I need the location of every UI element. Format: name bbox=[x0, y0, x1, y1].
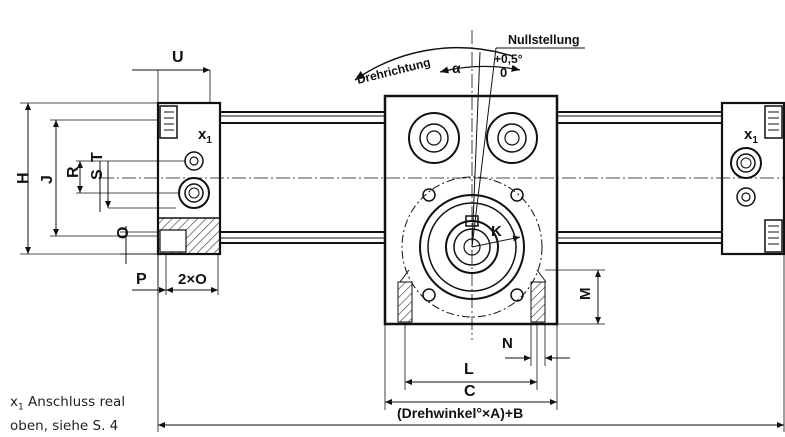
cylinder-tubes bbox=[219, 111, 722, 244]
alpha-arc bbox=[439, 64, 521, 74]
label-n: N bbox=[502, 335, 513, 352]
label-j: J bbox=[39, 175, 56, 184]
label-u: U bbox=[172, 49, 184, 66]
label-x1-left: x1 bbox=[198, 126, 212, 146]
label-p: P bbox=[136, 271, 147, 288]
center-housing bbox=[383, 94, 559, 326]
footnote-line-2: oben, siehe S. 4 bbox=[10, 417, 119, 434]
label-r: R bbox=[65, 166, 82, 178]
right-end-cap bbox=[720, 101, 785, 256]
label-k: K bbox=[491, 223, 502, 240]
label-l: L bbox=[464, 361, 474, 378]
label-zero: 0 bbox=[500, 65, 507, 80]
label-h: H bbox=[15, 172, 32, 184]
label-o: O bbox=[115, 227, 132, 239]
center-lines bbox=[100, 30, 785, 340]
label-nullstellung: Nullstellung bbox=[508, 33, 580, 47]
label-alpha: α bbox=[452, 60, 461, 76]
left-end-cap bbox=[156, 101, 222, 256]
footnote-line-1: x1 Anschluss real bbox=[10, 394, 126, 413]
label-tolerance: +0,5° bbox=[494, 52, 523, 66]
label-t: T bbox=[89, 152, 106, 162]
rotation-arc bbox=[354, 46, 513, 81]
label-m: M bbox=[577, 288, 594, 301]
label-two-o: 2×O bbox=[178, 271, 207, 288]
footnote: x1 Anschluss real oben, siehe S. 4 bbox=[10, 393, 190, 435]
left-dimensions bbox=[20, 67, 219, 295]
bottom-dimensions bbox=[157, 235, 785, 432]
label-x1-right: x1 bbox=[744, 126, 758, 146]
label-s: S bbox=[89, 169, 106, 180]
label-formula: (Drehwinkel°×A)+B bbox=[397, 405, 523, 421]
label-c: C bbox=[464, 383, 476, 400]
